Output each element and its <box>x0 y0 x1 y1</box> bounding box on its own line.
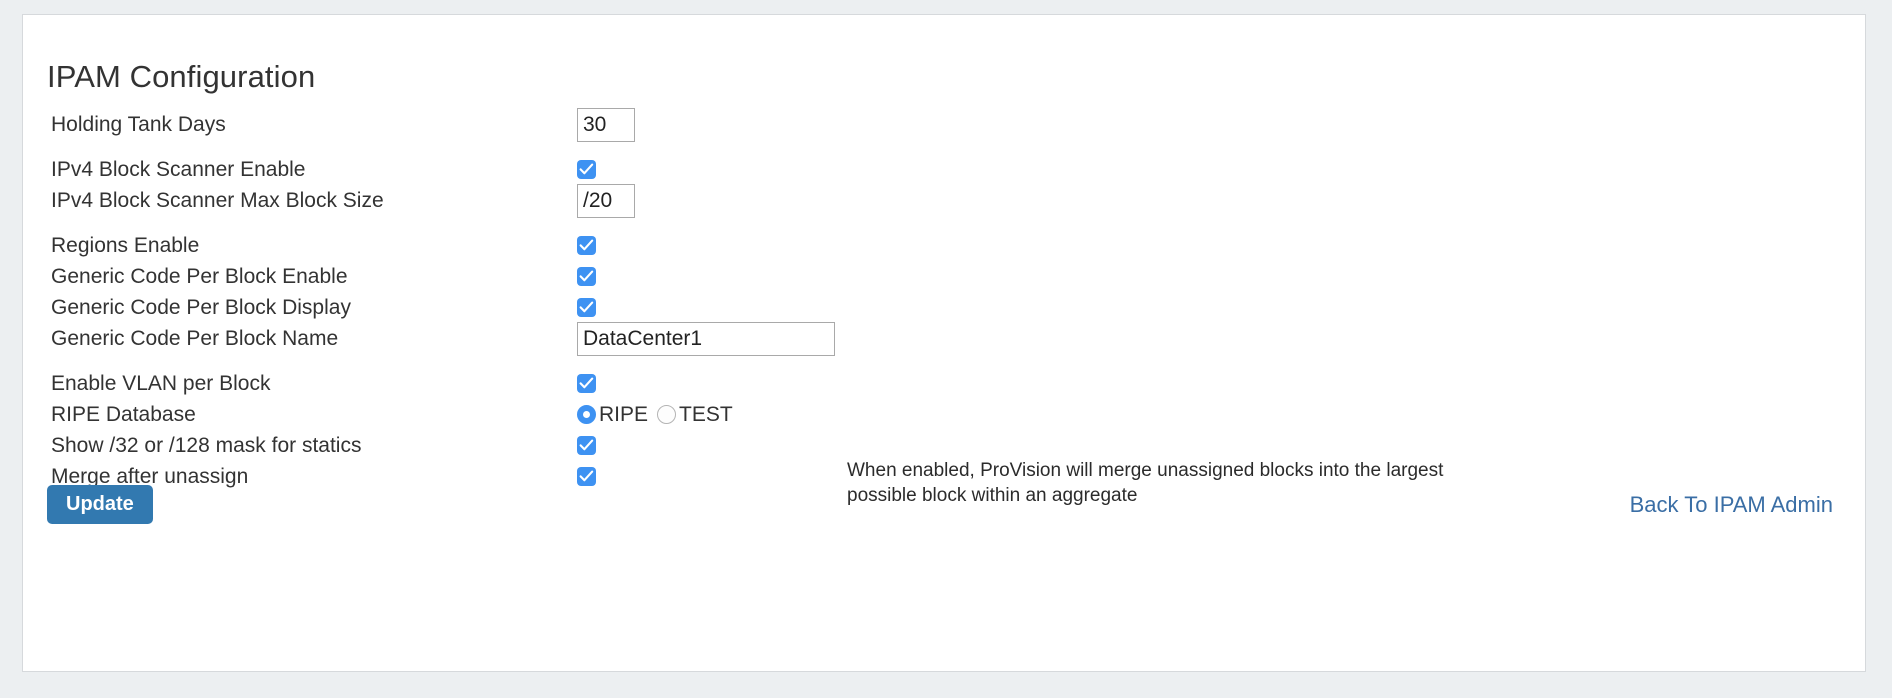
row-control <box>577 230 596 261</box>
row-control <box>577 292 596 323</box>
back-to-ipam-admin-link[interactable]: Back To IPAM Admin <box>1629 492 1833 517</box>
form-row-enable-vlan-per-block: Enable VLAN per Block <box>47 368 1837 399</box>
row-control <box>577 461 596 492</box>
generic-code-per-block-enable-checkbox[interactable] <box>577 267 596 286</box>
helper-text: When enabled, ProVision will merge unass… <box>847 460 1444 506</box>
check-glyph <box>579 377 594 389</box>
row-label: IPv4 Block Scanner Max Block Size <box>51 189 384 212</box>
row-label: Generic Code Per Block Display <box>51 296 351 319</box>
row-control <box>577 183 635 218</box>
check-glyph <box>579 301 594 313</box>
ipam-configuration-card: IPAM Configuration Holding Tank DaysIPv4… <box>22 14 1866 672</box>
generic-code-per-block-display-checkbox[interactable] <box>577 298 596 317</box>
check-glyph <box>579 439 594 451</box>
row-control <box>577 107 635 142</box>
ipv4-block-scanner-enable-checkbox[interactable] <box>577 160 596 179</box>
check-glyph <box>579 239 594 251</box>
radio-test-unselected[interactable] <box>657 405 677 424</box>
merge-after-unassign-checkbox[interactable] <box>577 467 596 486</box>
form-row-generic-code-per-block-name: Generic Code Per Block Name <box>47 321 1837 356</box>
row-label: Holding Tank Days <box>51 113 226 136</box>
radio-ripe-selected[interactable] <box>577 405 596 424</box>
row-label: Enable VLAN per Block <box>51 372 271 395</box>
ipam-configuration-form: Holding Tank DaysIPv4 Block Scanner Enab… <box>47 107 1837 506</box>
radio-label: RIPE <box>599 402 649 426</box>
form-row-generic-code-per-block-enable: Generic Code Per Block Enable <box>47 261 1837 292</box>
row-control <box>577 368 596 399</box>
row-control <box>577 154 596 185</box>
row-label: RIPE Database <box>51 403 196 426</box>
generic-code-per-block-name-input[interactable] <box>577 321 835 356</box>
form-row-ipv4-block-scanner-enable: IPv4 Block Scanner Enable <box>47 154 1837 185</box>
form-row-ipv4-block-scanner-max-block-size: IPv4 Block Scanner Max Block Size <box>47 183 1837 218</box>
row-label: IPv4 Block Scanner Enable <box>51 158 306 181</box>
row-control <box>577 261 596 292</box>
regions-enable-checkbox[interactable] <box>577 236 596 255</box>
check-glyph <box>579 470 594 482</box>
form-row-show-32-or-128-mask-for-statics: Show /32 or /128 mask for statics <box>47 430 1837 461</box>
check-glyph <box>579 163 594 175</box>
show-32-or-128-mask-for-statics-checkbox[interactable] <box>577 436 596 455</box>
form-row-generic-code-per-block-display: Generic Code Per Block Display <box>47 292 1837 323</box>
radio-label: TEST <box>679 402 733 426</box>
row-control <box>577 430 596 461</box>
update-button[interactable]: Update <box>47 485 153 524</box>
form-row-ripe-database: RIPE Database RIPE TEST <box>47 399 1837 430</box>
radio-option-ripe[interactable]: RIPE <box>577 403 657 427</box>
enable-vlan-per-block-checkbox[interactable] <box>577 374 596 393</box>
row-label: Generic Code Per Block Enable <box>51 265 348 288</box>
form-row-holding-tank-days: Holding Tank Days <box>47 107 1837 142</box>
row-label: Merge after unassign <box>51 465 249 488</box>
row-label: Regions Enable <box>51 234 200 257</box>
radio-option-test[interactable]: TEST <box>657 403 742 427</box>
form-footer: Update Back To IPAM Admin <box>47 485 1837 545</box>
ipv4-block-scanner-max-block-size-input[interactable] <box>577 183 635 218</box>
form-row-merge-after-unassign: Merge after unassign When enabled, ProVis… <box>47 460 1837 506</box>
row-label: Show /32 or /128 mask for statics <box>51 434 362 457</box>
holding-tank-days-input[interactable] <box>577 107 635 142</box>
ripe-database-radio-group: RIPE TEST <box>577 403 742 427</box>
check-glyph <box>579 270 594 282</box>
row-label: Generic Code Per Block Name <box>51 327 339 350</box>
row-control <box>577 321 835 356</box>
page-title: IPAM Configuration <box>47 58 316 94</box>
row-control: RIPE TEST <box>577 399 742 430</box>
form-row-regions-enable: Regions Enable <box>47 230 1837 261</box>
